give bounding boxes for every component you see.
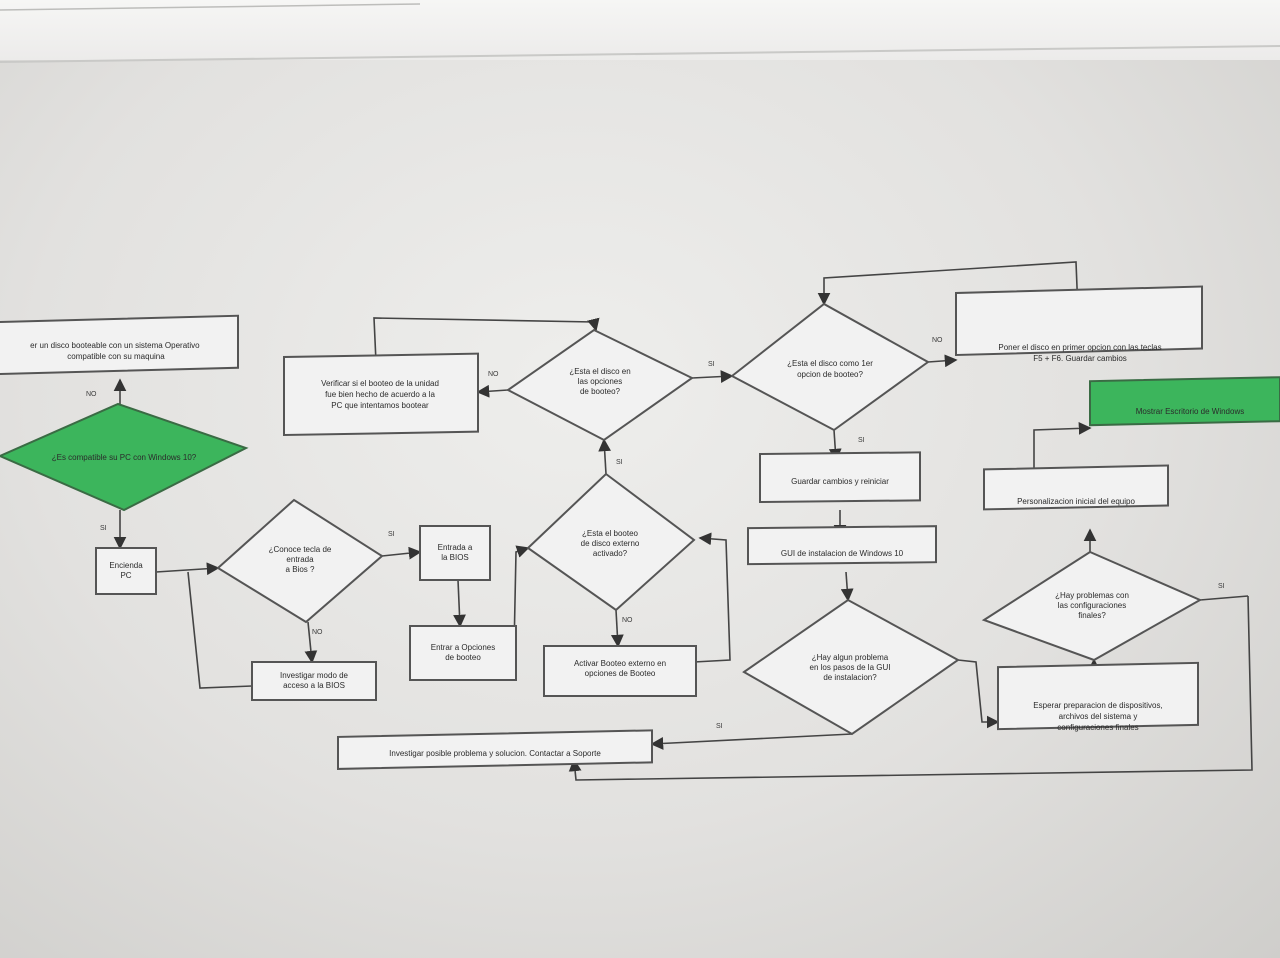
get-disk-box: er un disco booteable con un sistema Ope…	[0, 314, 239, 376]
label-no-5: NO	[932, 337, 943, 344]
label-no-3: NO	[622, 617, 633, 624]
start-decision: ¿Es compatible su PC con Windows 10?	[0, 402, 249, 512]
label-no-2: NO	[312, 629, 323, 636]
show-desktop-box: Mostrar Escritorio de Windows	[1089, 376, 1280, 427]
set-first-box: Poner el disco en primer opcion con las …	[955, 285, 1203, 363]
label-si-5: SI	[858, 437, 865, 444]
connectors	[113, 261, 1253, 781]
label-si-6: SI	[716, 723, 723, 730]
label-si-4: SI	[708, 361, 715, 368]
set-first-text: Poner el disco en primer opcion con las …	[998, 343, 1161, 363]
label-si-2: SI	[388, 531, 395, 538]
wait-prep-box: Esperar preparacion de dispositivos,arch…	[997, 661, 1199, 732]
label-no-1: NO	[86, 391, 97, 398]
wait-prep-text: Esperar preparacion de dispositivos,arch…	[1033, 701, 1162, 732]
gui-install-box: GUI de instalacion de Windows 10	[747, 525, 937, 566]
svg-text:Investigar posible problema y: Investigar posible problema y solucion. …	[389, 749, 601, 758]
screen-border	[0, 0, 1280, 60]
label-si-1: SI	[100, 525, 107, 532]
svg-text:¿Es compatible su PC con Windo: ¿Es compatible su PC con Windows 10?	[52, 453, 197, 462]
get-disk-text: er un disco booteable con un sistema Ope…	[30, 341, 202, 361]
investigate-support-box: Investigar posible problema y solucion. …	[337, 729, 653, 770]
svg-text:Guardar cambios y reiniciar: Guardar cambios y reiniciar	[791, 477, 889, 486]
label-si-7: SI	[1218, 583, 1225, 590]
label-no-4: NO	[488, 371, 499, 378]
save-restart-box: Guardar cambios y reiniciar	[759, 451, 921, 504]
personalize-box: Personalizacion inicial del equipo	[983, 464, 1169, 511]
svg-text:GUI de instalacion de Windows: GUI de instalacion de Windows 10	[781, 549, 904, 558]
label-si-3: SI	[616, 459, 623, 466]
svg-text:Personalizacion inicial del eq: Personalizacion inicial del equipo	[1017, 497, 1135, 506]
svg-text:Mostrar Escritorio de Windows: Mostrar Escritorio de Windows	[1136, 407, 1244, 416]
